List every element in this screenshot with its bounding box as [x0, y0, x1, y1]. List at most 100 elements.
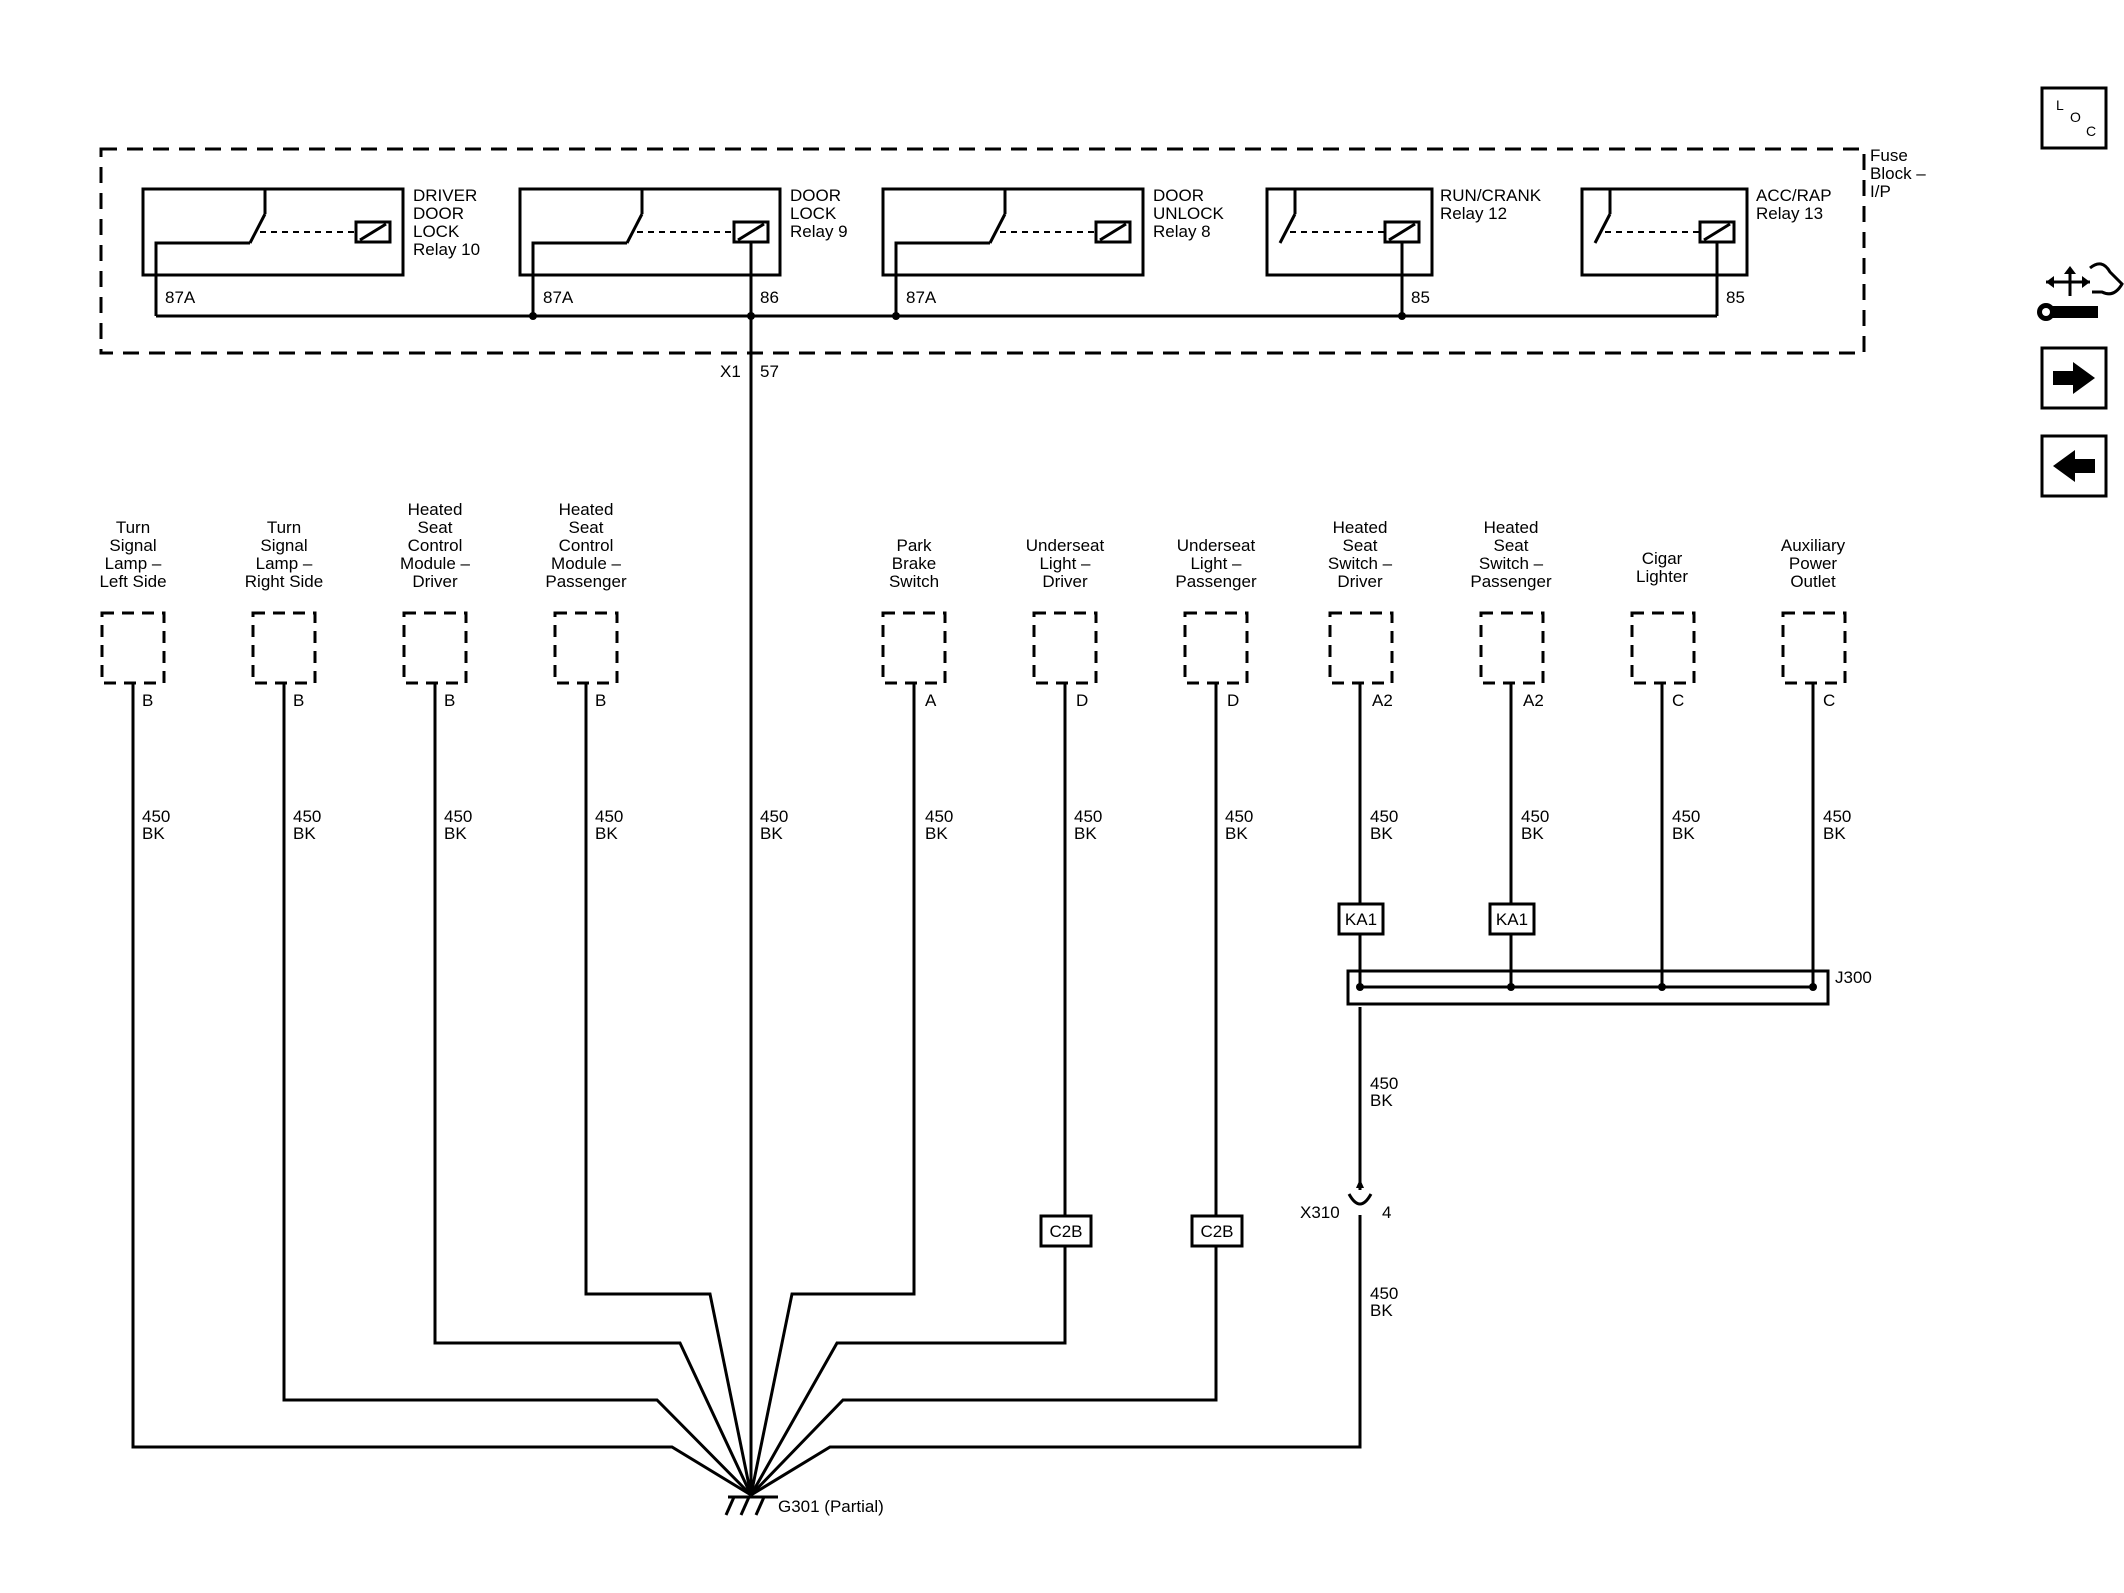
- component-pin-label: B: [293, 691, 304, 710]
- component-label-line: Driver: [1042, 572, 1088, 591]
- wire-circuit-label: 450: [1672, 807, 1700, 826]
- arrow-left-icon: [2053, 450, 2095, 482]
- loc-letter: L: [2056, 97, 2064, 113]
- component-pin-label: D: [1076, 691, 1088, 710]
- inline-connector-c2b-passenger: C2B: [1190, 1214, 1244, 1248]
- component-label-line: Park: [897, 536, 932, 555]
- wire-circuit-label: 450: [293, 807, 321, 826]
- wire-color-label: BK: [925, 824, 948, 843]
- wire-color-label: BK: [1370, 1301, 1393, 1320]
- component-label-line: Heated: [1333, 518, 1388, 537]
- relay-run-crank: RUN/CRANK Relay 12 85: [1265, 186, 1542, 316]
- component-label-line: Turn: [116, 518, 150, 537]
- relay-door-unlock: DOOR UNLOCK Relay 8 87A: [881, 186, 1225, 316]
- wire-circuit-label: 450: [1370, 1284, 1398, 1303]
- component-label-line: Underseat: [1177, 536, 1256, 555]
- component-label-line: Right Side: [245, 572, 323, 591]
- component-label-line: Module –: [400, 554, 470, 573]
- component-label-line: Signal: [260, 536, 307, 555]
- relay-acc-rap: ACC/RAP Relay 13 85: [1580, 186, 1832, 316]
- inline-connector-label: KA1: [1345, 910, 1377, 929]
- component-label-line: Left Side: [99, 572, 166, 591]
- loc-button[interactable]: L O C: [2040, 86, 2108, 150]
- component-pin-label: D: [1227, 691, 1239, 710]
- component-auxiliary-power-outlet: Auxiliary Power Outlet C 450 BK: [1781, 536, 1852, 843]
- relay-label-line: DOOR: [790, 186, 841, 205]
- component-pin-label: B: [444, 691, 455, 710]
- inline-connector-label: C2B: [1200, 1222, 1233, 1241]
- component-label-line: Seat: [1494, 536, 1529, 555]
- component-label-line: Passenger: [1175, 572, 1257, 591]
- inline-connector-ka1-passenger: KA1: [1488, 902, 1536, 936]
- connector-x1-label: X1: [720, 362, 741, 381]
- fuse-block-label-line: I/P: [1870, 182, 1891, 201]
- relay-bus: [156, 312, 1717, 320]
- component-label-line: Signal: [109, 536, 156, 555]
- component-label-line: Turn: [267, 518, 301, 537]
- relay-label-line: DOOR: [413, 204, 464, 223]
- relay-pin-label: 85: [1411, 288, 1430, 307]
- component-label-line: Light –: [1039, 554, 1091, 573]
- component-label-line: Switch: [889, 572, 939, 591]
- component-turn-signal-right: Turn Signal Lamp – Right Side B 450 BK: [245, 518, 323, 843]
- component-heated-seat-switch-passenger: Heated Seat Switch – Passenger A2 450 BK: [1470, 518, 1552, 843]
- component-pin-label: A: [925, 691, 937, 710]
- splice-label: J300: [1835, 968, 1872, 987]
- relay-label-line: LOCK: [413, 222, 460, 241]
- connector-x1-pin: 57: [760, 362, 779, 381]
- wire-circuit-label: 450: [1225, 807, 1253, 826]
- component-label-line: Brake: [892, 554, 936, 573]
- component-label-line: Seat: [1343, 536, 1378, 555]
- wire-circuit-label: 450: [1370, 1074, 1398, 1093]
- component-turn-signal-left: Turn Signal Lamp – Left Side B 450 BK: [99, 518, 170, 843]
- ground-g301: G301 (Partial): [724, 1495, 884, 1516]
- next-page-button[interactable]: [2040, 346, 2108, 410]
- wire-circuit-label: 450: [760, 807, 788, 826]
- component-label-line: Heated: [1484, 518, 1539, 537]
- wrench-arrows-icon[interactable]: [2037, 262, 2124, 321]
- component-label-line: Switch –: [1328, 554, 1393, 573]
- relay-pin-label: 87A: [543, 288, 574, 307]
- relay-label-line: Relay 9: [790, 222, 848, 241]
- component-pin-label: C: [1672, 691, 1684, 710]
- wire-circuit-label: 450: [925, 807, 953, 826]
- inline-connector-label: KA1: [1496, 910, 1528, 929]
- component-label-line: Lamp –: [256, 554, 313, 573]
- component-label-line: Seat: [418, 518, 453, 537]
- wire-color-label: BK: [142, 824, 165, 843]
- loc-letter: O: [2070, 109, 2081, 125]
- relay-label-line: DOOR: [1153, 186, 1204, 205]
- component-label-line: Driver: [1337, 572, 1383, 591]
- wire-circuit-label: 450: [1370, 807, 1398, 826]
- wire-color-label: BK: [1370, 824, 1393, 843]
- component-label-line: Heated: [408, 500, 463, 519]
- wire-circuit-label: 450: [444, 807, 472, 826]
- relay-door-lock: DOOR LOCK Relay 9 87A 86: [518, 186, 848, 316]
- component-heated-seat-switch-driver: Heated Seat Switch – Driver A2 450 BK: [1328, 518, 1399, 843]
- wire-color-label: BK: [1521, 824, 1544, 843]
- wire-color-label: BK: [1225, 824, 1248, 843]
- wire-color-label: BK: [1823, 824, 1846, 843]
- ground-label: G301 (Partial): [778, 1497, 884, 1516]
- wire-circuit-label: 450: [142, 807, 170, 826]
- fuse-block-label-line: Block –: [1870, 164, 1926, 183]
- component-label-line: Control: [408, 536, 463, 555]
- component-heated-seat-module-passenger: Heated Seat Control Module – Passenger B…: [545, 500, 627, 843]
- wire-color-label: BK: [444, 824, 467, 843]
- connector-x310: X310 4: [1300, 1178, 1391, 1222]
- component-label-line: Control: [559, 536, 614, 555]
- component-park-brake-switch: Park Brake Switch A 450 BK: [881, 536, 953, 843]
- connector-x310-pin: 4: [1382, 1203, 1391, 1222]
- wire-circuit-label: 450: [1823, 807, 1851, 826]
- previous-page-button[interactable]: [2040, 434, 2108, 498]
- wire-color-label: BK: [1672, 824, 1695, 843]
- relay-label-line: UNLOCK: [1153, 204, 1225, 223]
- wire-color-label: BK: [595, 824, 618, 843]
- component-label-line: Cigar: [1642, 549, 1683, 568]
- fuse-block-label-line: Fuse: [1870, 146, 1908, 165]
- component-label-line: Lighter: [1636, 567, 1688, 586]
- component-label-line: Power: [1789, 554, 1838, 573]
- component-label-line: Passenger: [1470, 572, 1552, 591]
- relay-pin-label: 87A: [165, 288, 196, 307]
